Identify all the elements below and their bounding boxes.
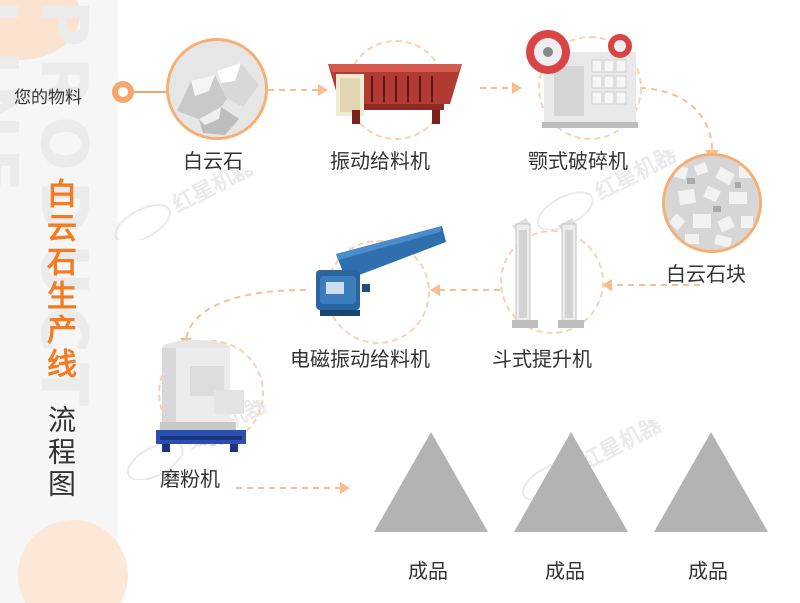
step-label-vibrating-feeder: 振动给料机 — [330, 149, 430, 173]
step-label-grinding-mill: 磨粉机 — [160, 467, 220, 491]
connector-6 — [185, 289, 307, 341]
diagram-subtitle: 流程图 — [44, 405, 77, 501]
dolomite-chunks-icon — [665, 156, 759, 250]
bottom-blob-decoration — [18, 520, 128, 603]
grinding-mill-image — [156, 340, 246, 452]
arrowhead-2 — [512, 82, 522, 94]
product-label-3: 成品 — [688, 559, 728, 583]
jaw-crusher-image — [526, 30, 638, 128]
product-label-2: 成品 — [545, 559, 585, 583]
step-label-jaw-crusher: 颚式破碎机 — [528, 149, 628, 173]
step-label-dolomite: 白云石 — [183, 149, 243, 173]
left-band — [0, 0, 118, 603]
input-node-dot — [112, 81, 134, 103]
arrowhead-5 — [430, 284, 440, 296]
step-label-em-vibrating-feeder: 电磁振动给料机 — [290, 347, 430, 371]
svg-text:红星机器: 红星机器 — [168, 170, 258, 218]
step-label-bucket-elevator: 斗式提升机 — [492, 347, 592, 371]
dolomite-chunks-image — [662, 153, 762, 253]
bucket-elevator-image — [512, 218, 584, 328]
arrowhead-4 — [602, 279, 612, 291]
arrowhead-7 — [340, 482, 350, 494]
diagram-title: 白云石生产线 — [41, 178, 76, 382]
step-label-dolomite-chunks: 白云石块 — [666, 262, 746, 286]
input-connector — [134, 91, 168, 93]
input-material-label: 您的物料 — [14, 88, 82, 108]
vibrating-feeder-image — [328, 64, 462, 124]
arrowhead-1 — [318, 84, 328, 96]
product-pile-3 — [654, 432, 768, 532]
product-pile-2 — [514, 432, 628, 532]
connector-3 — [639, 87, 713, 151]
jaw-crusher-ring — [538, 36, 642, 140]
bucket-elevator-ring — [500, 230, 604, 334]
dolomite-rock-icon — [169, 41, 265, 137]
product-pile-1 — [374, 432, 488, 532]
product-line-watermark: PRODUCT LINE — [0, 0, 100, 417]
brand-watermark-1: 红星机器 — [114, 170, 258, 240]
product-label-1: 成品 — [408, 559, 448, 583]
dolomite-image — [166, 38, 268, 140]
em-vibrating-feeder-image — [316, 226, 446, 316]
